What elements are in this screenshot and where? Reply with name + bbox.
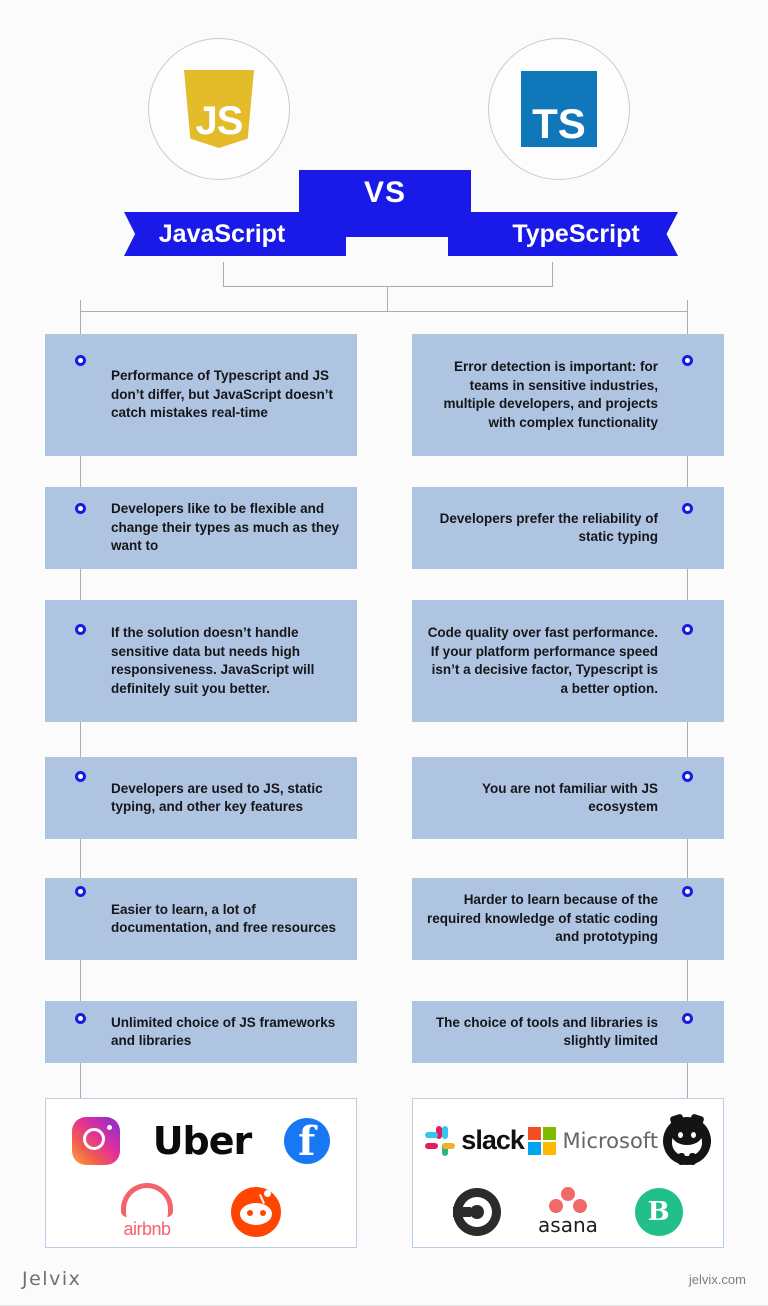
list-item: Performance of Typescript and JS don’t d…: [45, 334, 357, 456]
github-eye-left: [677, 1131, 683, 1138]
facebook-logo-letter: f: [298, 1117, 316, 1165]
javascript-logo-icon: JS: [184, 70, 254, 148]
bitrise-logo-letter: B: [647, 1196, 670, 1227]
list-item-text: Developers like to be flexible and chang…: [111, 501, 340, 554]
list-item: Harder to learn because of the required …: [412, 878, 724, 960]
microsoft-grid: [528, 1126, 557, 1155]
vs-badge-extension: [299, 215, 471, 237]
tree-crossbar-top: [223, 286, 553, 287]
list-item-text: Harder to learn because of the required …: [426, 892, 658, 945]
vs-label: VS: [363, 175, 407, 209]
circleci-core: [470, 1204, 485, 1219]
list-item-text: The choice of tools and libraries is sli…: [435, 1014, 658, 1049]
list-item-marker: [75, 1013, 86, 1024]
list-item-marker: [75, 624, 86, 635]
reddit-eye-left: [247, 1209, 253, 1216]
airbnb-logo-text: airbnb: [123, 1219, 171, 1239]
circleci-logo-icon: [453, 1187, 502, 1236]
ribbon-typescript: TypeScript: [448, 212, 678, 256]
ribbon-typescript-label: TypeScript: [512, 219, 640, 248]
logo-row: asana B: [413, 1174, 723, 1249]
list-item-marker: [682, 503, 693, 514]
list-item: Developers are used to JS, static typing…: [45, 757, 357, 839]
microsoft-logo-text: Microsoft: [562, 1128, 659, 1153]
reddit-face: [240, 1202, 272, 1225]
reddit-antenna-dot: [264, 1189, 271, 1197]
asana-dots: [548, 1186, 588, 1213]
list-item-marker: [682, 771, 693, 782]
jelvix-brand: Jelvix: [22, 1268, 82, 1290]
typescript-logo-letters: TS: [532, 100, 586, 147]
airbnb-arch: [121, 1183, 173, 1217]
list-item-text: Easier to learn, a lot of documentation,…: [111, 901, 337, 936]
javascript-companies-panel: Uber f airbnb: [45, 1098, 357, 1248]
javascript-logo-circle: JS: [148, 38, 290, 180]
circleci-notch: [453, 1206, 472, 1217]
list-item-text: If the solution doesn’t handle sensitive…: [111, 625, 315, 696]
github-logo-icon: [662, 1112, 711, 1165]
javascript-logo-letters: JS: [195, 99, 244, 143]
vs-badge: VS: [299, 170, 471, 215]
vs-ribbon: VS JavaScript TypeScript: [0, 170, 768, 270]
list-item-text: Developers prefer the reliability of sta…: [439, 510, 658, 545]
slack-logo-text: slack: [461, 1125, 525, 1155]
list-item-marker: [682, 1013, 693, 1024]
list-item: Unlimited choice of JS frameworks and li…: [45, 1001, 357, 1063]
typescript-logo-icon: TS: [521, 71, 597, 147]
logo-row: airbnb: [46, 1174, 356, 1249]
list-item-marker: [75, 503, 86, 514]
airbnb-logo-icon: airbnb: [121, 1183, 173, 1240]
logo-row: slack Microsoft: [413, 1099, 723, 1174]
reddit-eye-right: [260, 1209, 266, 1216]
asana-logo-icon: asana: [538, 1186, 598, 1237]
typescript-companies-panel: slack Microsoft: [412, 1098, 724, 1248]
list-item: You are not familiar with JS ecosystem: [412, 757, 724, 839]
facebook-logo-icon: f: [283, 1117, 330, 1165]
slack-mark: [425, 1125, 456, 1156]
bitrise-logo-icon: B: [634, 1187, 683, 1236]
github-leg-left: [677, 1152, 685, 1165]
list-item-text: Unlimited choice of JS frameworks and li…: [111, 1014, 336, 1049]
list-item-marker: [682, 886, 693, 897]
github-leg-right: [688, 1152, 696, 1165]
list-item-text: Developers are used to JS, static typing…: [111, 780, 323, 815]
github-eye-right: [690, 1131, 696, 1138]
github-head: [671, 1124, 702, 1145]
list-item-marker: [75, 771, 86, 782]
list-item-marker: [75, 355, 86, 366]
list-item-marker: [682, 355, 693, 366]
uber-logo-text: Uber: [152, 1118, 253, 1163]
list-item-marker: [682, 624, 693, 635]
footer: Jelvix jelvix.com: [0, 1256, 768, 1306]
tree-center-drop: [387, 286, 388, 311]
logo-row: Uber f: [46, 1099, 356, 1174]
list-item: Code quality over fast performance. If y…: [412, 600, 724, 722]
ribbon-javascript-label: JavaScript: [158, 219, 286, 248]
list-item: Developers like to be flexible and chang…: [45, 487, 357, 569]
typescript-logo-circle: TS: [488, 38, 630, 180]
reddit-logo-icon: [231, 1186, 281, 1237]
list-item-text: Code quality over fast performance. If y…: [427, 625, 658, 696]
tree-stub-left: [223, 262, 224, 286]
connector-tree: [0, 262, 768, 322]
list-item: Error detection is important: for teams …: [412, 334, 724, 456]
tree-stub-right: [552, 262, 553, 286]
asana-logo-text: asana: [538, 1212, 598, 1237]
tree-crossbar-bottom: [80, 311, 688, 312]
microsoft-logo-icon: Microsoft: [528, 1126, 659, 1155]
list-item: The choice of tools and libraries is sli…: [412, 1001, 724, 1063]
list-item-text: Error detection is important: for teams …: [443, 359, 658, 430]
list-item-marker: [75, 886, 86, 897]
list-item: Developers prefer the reliability of sta…: [412, 487, 724, 569]
instagram-logo-icon: [72, 1116, 121, 1165]
list-item: Easier to learn, a lot of documentation,…: [45, 878, 357, 960]
jelvix-site-link[interactable]: jelvix.com: [688, 1272, 746, 1287]
list-item-text: Performance of Typescript and JS don’t d…: [111, 368, 334, 421]
list-item: If the solution doesn’t handle sensitive…: [45, 600, 357, 722]
list-item-text: You are not familiar with JS ecosystem: [481, 780, 658, 815]
slack-logo-icon: slack: [425, 1125, 525, 1156]
